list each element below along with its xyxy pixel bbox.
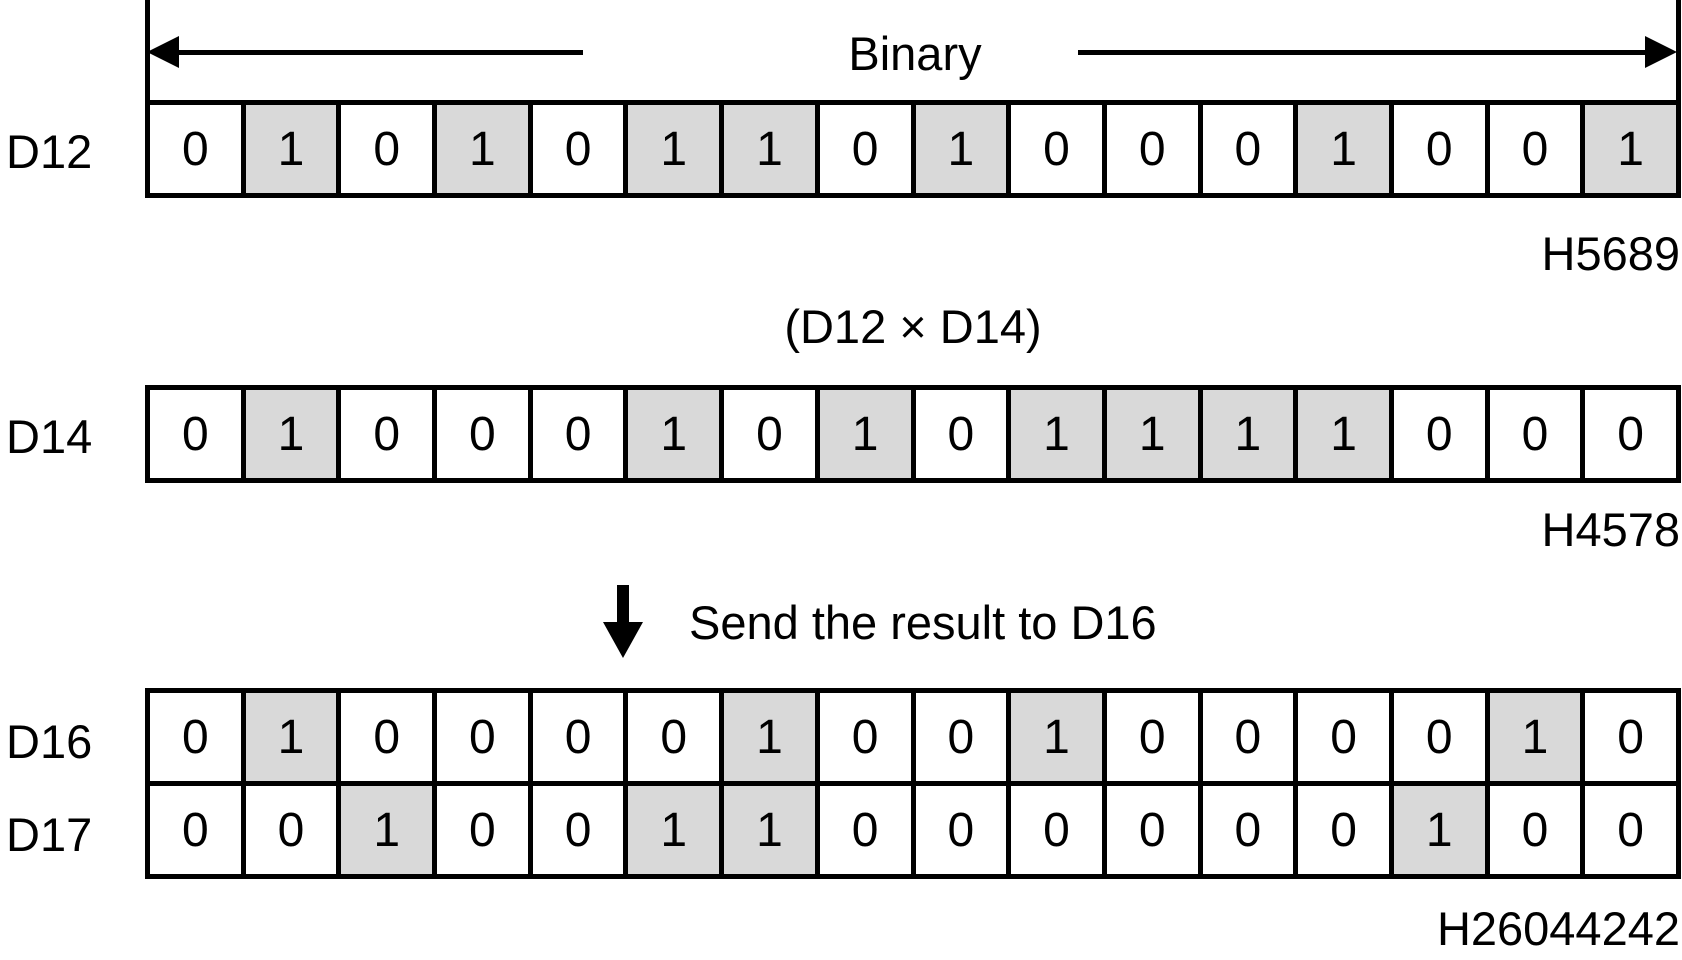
bit-cell: 1 (432, 105, 528, 193)
bit-cell: 0 (336, 105, 433, 193)
bit-cell: 0 (1580, 786, 1676, 874)
bit-cell: 1 (240, 105, 337, 193)
bit-cell: 0 (1197, 786, 1294, 874)
bit-cell: 0 (910, 786, 1007, 874)
bit-cell: 0 (150, 786, 241, 874)
bit-cell: 1 (1293, 390, 1389, 478)
bit-cell: 0 (814, 693, 911, 781)
bit-cell: 0 (1006, 786, 1102, 874)
bit-cell: 0 (432, 390, 528, 478)
bit-cell: 0 (1484, 786, 1581, 874)
bit-cell: 0 (1484, 390, 1581, 478)
bit-cell: 1 (1580, 105, 1676, 193)
bit-cell: 0 (527, 105, 624, 193)
binary-label: Binary (848, 27, 982, 80)
bit-cell: 0 (150, 693, 241, 781)
bit-cell: 0 (910, 693, 1007, 781)
right-arrowhead-icon (1645, 36, 1677, 68)
bit-cell: 0 (150, 390, 241, 478)
hex-value-d14: H4578 (1541, 503, 1681, 556)
right-boundary-line (1676, 0, 1681, 103)
bit-cell: 1 (1388, 786, 1485, 874)
bit-cell: 1 (623, 786, 720, 874)
bit-cell: 1 (719, 693, 815, 781)
bit-cell: 0 (910, 390, 1007, 478)
send-result-note: Send the result to D16 (597, 584, 1157, 660)
bit-cell: 0 (1197, 693, 1294, 781)
register-label-d14: D14 (6, 410, 93, 463)
bit-cell: 1 (1006, 390, 1102, 478)
bit-cell: 1 (623, 105, 720, 193)
bit-cell: 1 (1197, 390, 1294, 478)
bit-cell: 0 (336, 693, 433, 781)
bit-cell: 0 (1101, 693, 1198, 781)
down-arrow-icon (603, 585, 643, 658)
bit-cell: 0 (432, 786, 528, 874)
register-label-d17: D17 (6, 808, 93, 861)
arrow-line-right (1078, 50, 1646, 55)
register-label-d16: D16 (6, 715, 93, 768)
bit-cell: 1 (814, 390, 911, 478)
bit-cell: 0 (1388, 693, 1485, 781)
bit-cell: 0 (1293, 786, 1389, 874)
bit-cell: 1 (719, 105, 815, 193)
arrow-line-left (176, 50, 583, 55)
bit-cell: 0 (336, 390, 433, 478)
bit-cell: 0 (432, 693, 528, 781)
bit-cell: 1 (1293, 105, 1389, 193)
bit-cell: 1 (623, 390, 720, 478)
bit-cell: 0 (1388, 105, 1485, 193)
hex-value-d12: H5689 (1541, 227, 1681, 280)
bit-cell: 1 (910, 105, 1007, 193)
bit-cell: 0 (150, 105, 241, 193)
bit-cell: 0 (1580, 390, 1676, 478)
bit-cell: 1 (719, 786, 815, 874)
bit-cell: 0 (527, 390, 624, 478)
bit-cell: 0 (527, 693, 624, 781)
bit-cell: 1 (336, 786, 433, 874)
bit-cell: 0 (240, 786, 337, 874)
bit-cell: 0 (1006, 105, 1102, 193)
bit-cell: 1 (240, 693, 337, 781)
bit-cell: 0 (1101, 105, 1198, 193)
bit-cell: 0 (814, 786, 911, 874)
bit-cell: 0 (623, 693, 720, 781)
bit-cell: 0 (1484, 105, 1581, 193)
bit-cell: 0 (527, 786, 624, 874)
left-arrowhead-icon (147, 36, 179, 68)
bit-cell: 0 (814, 105, 911, 193)
bit-cell: 0 (1580, 693, 1676, 781)
bit-cell: 0 (1293, 693, 1389, 781)
bit-cell: 1 (240, 390, 337, 478)
bit-cell: 0 (719, 390, 815, 478)
bit-cell: 0 (1388, 390, 1485, 478)
bit-cell: 1 (1006, 693, 1102, 781)
bit-cell: 0 (1197, 105, 1294, 193)
bit-cell: 1 (1484, 693, 1581, 781)
bit-cell: 0 (1101, 786, 1198, 874)
bit-cell: 1 (1101, 390, 1198, 478)
hex-value-result: H26044242 (1436, 902, 1680, 955)
operation-label: (D12 × D14) (784, 300, 1042, 353)
send-result-label: Send the result to D16 (689, 595, 1157, 649)
register-label-d12: D12 (6, 125, 93, 178)
